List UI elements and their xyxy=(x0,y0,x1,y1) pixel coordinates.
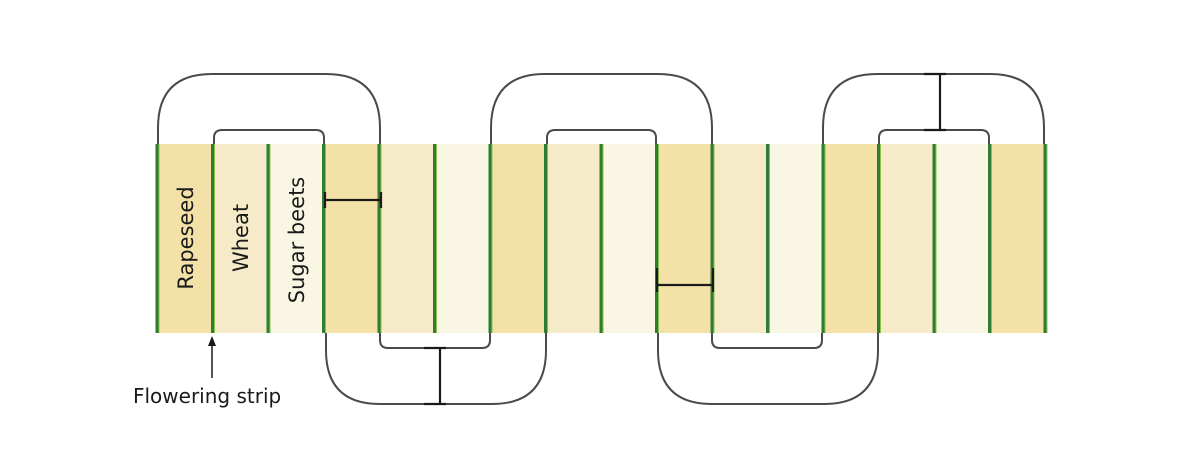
crop-strip-3 xyxy=(268,144,324,333)
flowering-strip-1 xyxy=(155,144,160,333)
crop-strip-9 xyxy=(601,144,657,333)
upper-outer-loop-2 xyxy=(490,73,713,144)
upper-inner-loop-3 xyxy=(878,129,990,144)
flowering-strip-11 xyxy=(710,144,715,333)
upper-outer-loop-1 xyxy=(157,73,381,144)
crop-strip-16 xyxy=(989,144,1046,333)
crop-label-sugar-beets: Sugar beets xyxy=(285,177,309,304)
crop-strip-15 xyxy=(934,144,990,333)
flowering-strip-5 xyxy=(377,144,382,333)
crop-strip-12 xyxy=(767,144,824,333)
crop-strip-6 xyxy=(434,144,491,333)
flowering-strip-14 xyxy=(877,144,881,333)
flowering-strip-label: Flowering strip xyxy=(133,384,281,408)
crop-strip-5 xyxy=(379,144,435,333)
lower-outer-loop-2 xyxy=(657,333,879,405)
flowering-strip-10 xyxy=(655,144,659,333)
crop-strip-13 xyxy=(823,144,879,333)
upper-inner-loop-2 xyxy=(546,129,657,144)
flowering-strip-4 xyxy=(322,144,326,333)
connector-bars xyxy=(323,72,946,406)
lower-inner-loop-1 xyxy=(379,333,491,349)
flowering-strips xyxy=(155,144,1048,333)
crop-strip-14 xyxy=(878,144,935,333)
flowering-strip-16 xyxy=(988,144,992,333)
annotation-arrow-head xyxy=(208,336,216,346)
crop-strip-1 xyxy=(157,144,213,333)
crop-strip-10 xyxy=(656,144,713,333)
flowering-strip-9 xyxy=(599,144,604,333)
flowering-strip-7 xyxy=(488,144,493,333)
upper-outer-loop-3 xyxy=(822,73,1045,144)
flowering-strip-annotation: Flowering strip xyxy=(133,336,281,408)
crop-strip-7 xyxy=(490,144,546,333)
crop-strip-4 xyxy=(323,144,380,333)
flowering-strip-13 xyxy=(821,144,826,333)
crop-label-wheat: Wheat xyxy=(229,204,253,272)
flowering-strip-6 xyxy=(433,144,437,333)
flowering-strip-8 xyxy=(544,144,548,333)
flowering-strip-17 xyxy=(1043,144,1048,333)
field-strips xyxy=(157,144,1046,333)
lower-inner-loop-2 xyxy=(711,333,823,349)
crop-strip-8 xyxy=(545,144,602,333)
flowering-strip-3 xyxy=(266,144,271,333)
lower-outer-loop-1 xyxy=(325,333,547,405)
upper-inner-loop-1 xyxy=(213,129,325,144)
flowering-strip-15 xyxy=(932,144,937,333)
crop-strip-11 xyxy=(712,144,768,333)
flowering-strip-12 xyxy=(766,144,770,333)
crop-strip-2 xyxy=(212,144,269,333)
crop-label-rapeseed: Rapeseed xyxy=(174,186,198,289)
flowering-strip-2 xyxy=(211,144,215,333)
crop-labels: Rapeseed Wheat Sugar beets xyxy=(174,177,309,304)
